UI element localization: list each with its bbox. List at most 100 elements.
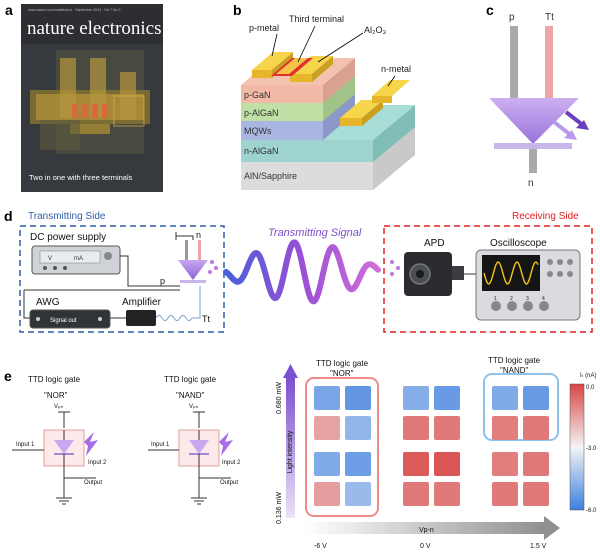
awg-device <box>29 309 111 329</box>
heatmap-cell <box>403 386 429 410</box>
nand-output: Output <box>220 480 238 486</box>
nor-highlight-box <box>305 377 379 517</box>
panel-label-d: d <box>4 208 13 224</box>
heatmap-nor-title: TTD logic gate <box>316 359 369 368</box>
setup-tt-label: Tt <box>202 314 210 324</box>
heatmap-nor-name: "NOR" <box>330 369 354 378</box>
colorbar-tick-0: 0.0 <box>586 385 595 391</box>
amplifier-label: Amplifier <box>122 297 162 308</box>
layer-mqws: MQWs <box>244 126 272 136</box>
oscilloscope-screen <box>482 255 540 291</box>
light-intensity-arrow <box>286 378 295 518</box>
label-oxide: Al₂O₃ <box>364 25 386 35</box>
heatmap-cell <box>314 482 340 506</box>
layer-p-gan: p-GaN <box>244 90 271 100</box>
scope-button-1[interactable] <box>491 301 501 311</box>
layer-n-algan: n-AlGaN <box>244 146 279 156</box>
heatmap-cell <box>523 482 549 506</box>
setup-p-label: p <box>160 276 165 286</box>
scope-button-4[interactable] <box>539 301 549 311</box>
nor-input2: Input 2 <box>88 460 107 466</box>
scope-button-3[interactable] <box>523 301 533 311</box>
nor-title: TTD logic gate <box>28 375 81 384</box>
transmitting-signal-wave <box>223 239 381 305</box>
nor-input1: Input 1 <box>16 442 35 448</box>
heatmap-cell <box>314 416 340 440</box>
oscilloscope-label: Oscilloscope <box>490 238 547 249</box>
heatmap-nand-title: TTD logic gate <box>488 356 541 365</box>
setup-n-label: n <box>196 230 201 240</box>
awg-label: AWG <box>36 297 60 308</box>
heatmap-cell <box>492 482 518 506</box>
journal-cover: www.nature.com/natelectron · September 2… <box>21 4 163 192</box>
scope-button-2[interactable] <box>507 301 517 311</box>
transmitting-side-label: Transmitting Side <box>28 211 106 222</box>
oscilloscope-trace <box>483 261 539 285</box>
heatmap-cell <box>345 386 371 410</box>
layer-aln-sapphire: AlN/Sapphire <box>244 171 297 181</box>
dc-power-supply-label: DC power supply <box>30 232 106 243</box>
scope-button-label-2: 2 <box>510 296 513 302</box>
heatmap-cell <box>345 416 371 440</box>
ttd-symbol: p Tt n <box>489 12 589 189</box>
nand-input2: Input 2 <box>222 460 241 466</box>
colorbar <box>569 383 585 511</box>
heatmap-cell <box>434 416 460 440</box>
label-third-terminal: Third terminal <box>289 14 344 24</box>
emission-arrows-icon <box>552 110 589 140</box>
heatmap-cell <box>314 452 340 476</box>
amplifier-device <box>126 310 156 326</box>
scope-button-label-3: 3 <box>526 296 529 302</box>
heatmap-cell <box>492 416 518 440</box>
nand-vpn: Vₚₙ <box>189 404 199 410</box>
nor-name: "NOR" <box>44 391 68 400</box>
label-p-metal: p-metal <box>249 23 279 33</box>
scope-button-label-1: 1 <box>494 296 497 302</box>
panel-label-c: c <box>486 2 494 18</box>
nand-input2-lightning-icon <box>219 432 233 456</box>
heatmap-cell <box>434 386 460 410</box>
colorbar-tick-1: -3.0 <box>586 446 597 452</box>
panel-label-b: b <box>233 2 242 18</box>
nor-vpn: Vₚₙ <box>54 404 64 410</box>
cover-tagline: Two in one with three terminals <box>29 173 133 182</box>
scope-button-label-4: 4 <box>542 296 545 302</box>
nor-gate-circuit: TTD logic gate "NOR" Vₚₙ Input 1 Input 2… <box>12 375 107 505</box>
heatmap-nand-name: "NAND" <box>500 366 529 375</box>
receiving-side-label: Receiving Side <box>512 211 579 222</box>
transmitting-side: Transmitting Side DC power supply V mA A… <box>19 211 225 333</box>
heatmap-cell <box>345 482 371 506</box>
heatmap-cell <box>314 386 340 410</box>
awg-signal-out: Signal out <box>50 318 77 324</box>
heatmap-cell <box>345 452 371 476</box>
nand-gate-circuit: TTD logic gate "NAND" Vₚₙ Input 1 Input … <box>148 375 241 505</box>
device-stack: p-metal Third terminal Al₂O₃ n-metal p-G… <box>241 14 415 190</box>
transmitting-signal-label: Transmitting Signal <box>268 227 362 239</box>
heatmap-cell <box>523 452 549 476</box>
label-n-metal: n-metal <box>381 64 411 74</box>
heatmap-ylabel: Light intensity <box>287 430 294 473</box>
heatmap-cell <box>403 482 429 506</box>
heatmap-xtick-0: -6 V <box>314 543 327 550</box>
psu-v-label: V <box>48 256 52 262</box>
heatmap-xtick-1: 0 V <box>420 543 431 550</box>
panel-label-a: a <box>5 2 13 18</box>
vpn-arrow <box>306 522 544 534</box>
colorbar-tick-2: -6.0 <box>586 508 597 514</box>
heatmap-xtick-2: 1.5 V <box>530 543 547 550</box>
layer-p-algan: p-AlGaN <box>244 108 279 118</box>
heatmap-cell <box>492 452 518 476</box>
receiving-side: Receiving Side APD Oscilloscope 1 2 3 4 <box>383 211 593 333</box>
heatmap-cell <box>523 386 549 410</box>
symbol-tt-label: Tt <box>545 12 554 23</box>
heatmap-cell <box>523 416 549 440</box>
psu-ma-label: mA <box>74 256 83 262</box>
symbol-p-label: p <box>509 12 515 23</box>
nand-highlight-box <box>483 373 559 441</box>
heatmap-cell <box>434 452 460 476</box>
heatmap-xlabel: Vp-n <box>419 527 434 534</box>
nand-title: TTD logic gate <box>164 375 217 384</box>
symbol-n-label: n <box>528 178 534 189</box>
heatmap-cell <box>403 452 429 476</box>
